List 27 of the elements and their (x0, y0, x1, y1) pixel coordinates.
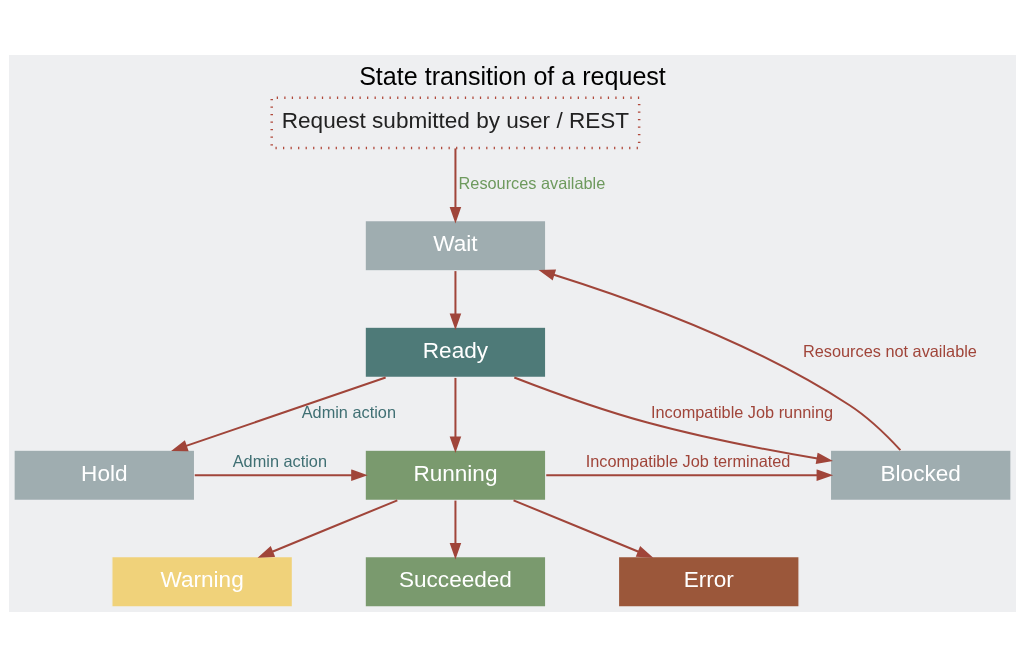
node-box: Request submitted by user / REST (269, 96, 640, 149)
arrow (449, 147, 461, 224)
node-box: Error (617, 555, 800, 607)
node-box: Running (364, 449, 546, 501)
node-box: Hold (12, 449, 195, 501)
arrow (545, 468, 833, 481)
edge-label: Incompatible Job running (650, 402, 833, 421)
diagram-title: State transition of a request (358, 61, 666, 90)
arrow (449, 500, 461, 560)
arrow (257, 498, 398, 558)
arrow (512, 498, 653, 558)
arrow (513, 376, 833, 464)
node-box: Wait (364, 219, 546, 271)
arrow (170, 376, 386, 451)
edge-label: Admin action (301, 402, 396, 421)
node-box: Succeeded (364, 555, 546, 607)
edge-label: Incompatible Job terminated (585, 451, 790, 470)
node-box: Warning (110, 555, 293, 607)
arrow (449, 377, 461, 453)
arrow (194, 468, 368, 481)
node-box: Blocked (829, 449, 1012, 501)
node-box: Ready (364, 326, 546, 378)
edge-label: Resources available (458, 173, 605, 192)
edge-label: Resources not available (802, 341, 977, 360)
arrow (538, 268, 901, 451)
arrow (449, 270, 461, 330)
edge-label: Admin action (232, 451, 327, 470)
